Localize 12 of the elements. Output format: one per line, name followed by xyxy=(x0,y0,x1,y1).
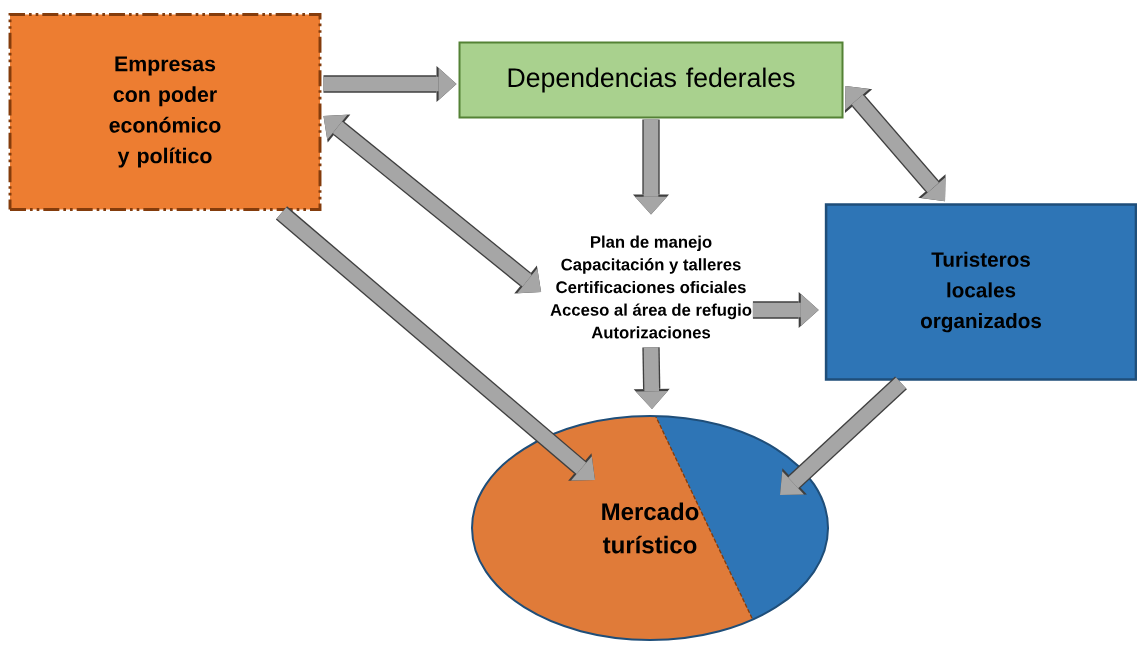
block-arrow xyxy=(633,119,669,215)
block-arrow xyxy=(752,292,819,328)
block-arrow xyxy=(633,347,670,409)
text-list: Plan de manejo Capacitación y talleres Certificaciones oficiales Acceso al área de refugio Autorizaciones xyxy=(550,235,752,339)
block-arrow xyxy=(844,86,946,202)
block-arrow xyxy=(275,206,595,481)
process-box: Empresas con poder económico y político xyxy=(8,13,322,211)
block-arrow xyxy=(323,66,457,102)
block-arrow xyxy=(780,376,907,495)
block-arrow xyxy=(323,114,542,294)
process-box: Dependencias federales xyxy=(458,41,844,119)
process-box: Turisteros locales organizados xyxy=(824,203,1137,381)
